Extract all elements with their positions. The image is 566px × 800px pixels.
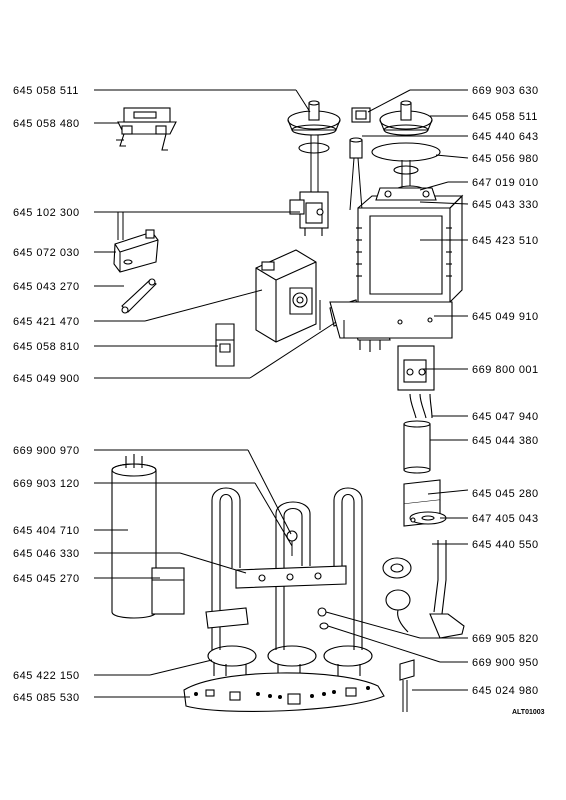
part-number-label: 645 421 470 [13, 316, 80, 328]
part-number-label: 645 043 330 [472, 199, 539, 211]
heating-elements-drawing [205, 487, 373, 676]
part-number-label: 645 085 530 [13, 692, 80, 704]
small-plate-drawing [351, 107, 371, 123]
right-part-labels: 669 903 630 645 058 511 645 440 643 645 … [472, 85, 539, 697]
part-number-label: 645 058 511 [472, 111, 538, 123]
element-bracket-drawing [399, 659, 415, 712]
part-number-label: 645 047 940 [472, 411, 539, 423]
part-number-label: 645 043 270 [13, 281, 80, 293]
part-number-label: 647 405 043 [472, 513, 539, 525]
part-number-label: 669 800 001 [472, 364, 539, 376]
part-number-label: 645 102 300 [13, 207, 80, 219]
control-board-drawing [356, 187, 464, 303]
part-number-label: 647 019 010 [472, 177, 539, 189]
part-number-label: 645 049 900 [13, 373, 80, 385]
thermostat-drawing [113, 212, 159, 273]
indicator-lamp-drawing [349, 137, 363, 211]
capacitor-box-drawing [255, 249, 317, 343]
clip-bracket-drawing [116, 107, 177, 151]
part-number-label: 645 072 030 [13, 247, 80, 259]
thermal-cutout-drawing [397, 345, 435, 474]
left-part-labels: 645 058 511 645 058 480 645 102 300 645 … [13, 85, 80, 704]
part-number-label: 645 045 270 [13, 573, 80, 585]
part-number-label: 645 422 150 [13, 670, 80, 682]
knob-right-drawing [371, 100, 441, 199]
part-number-label: 669 905 820 [472, 633, 539, 645]
part-number-label: 669 903 630 [472, 85, 539, 97]
part-number-label: 645 058 480 [13, 118, 80, 130]
clamp-drawing [403, 479, 447, 527]
part-number-label: 645 440 643 [472, 131, 539, 143]
knob-shaft-drawing [287, 100, 341, 236]
grommet-cable-drawing [382, 540, 465, 639]
gasket-plate-drawing [183, 672, 385, 712]
left-leader-lines [94, 89, 337, 698]
right-leader-lines [325, 89, 469, 691]
part-number-label: 645 423 510 [472, 235, 539, 247]
part-number-label: 669 900 950 [472, 657, 539, 669]
part-number-label: 669 900 970 [13, 445, 80, 457]
part-number-label: 645 044 380 [472, 435, 539, 447]
capacitor-cylinder-drawing [111, 454, 185, 619]
link-arm-drawing [121, 278, 157, 314]
part-number-label: 645 046 330 [13, 548, 80, 560]
figure-id: ALT01003 [512, 709, 545, 716]
part-number-label: 645 058 511 [13, 85, 79, 97]
part-number-label: 645 058 810 [13, 341, 80, 353]
part-number-label: 645 049 910 [472, 311, 539, 323]
part-number-label: 645 045 280 [472, 488, 539, 500]
part-number-label: 645 056 980 [472, 153, 539, 165]
part-number-label: 645 440 550 [472, 539, 539, 551]
small-clip-drawing [215, 323, 235, 367]
part-number-label: 645 404 710 [13, 525, 80, 537]
part-number-label: 669 903 120 [13, 478, 80, 490]
base-plate-drawing [329, 301, 453, 339]
part-number-label: 645 024 980 [472, 685, 539, 697]
